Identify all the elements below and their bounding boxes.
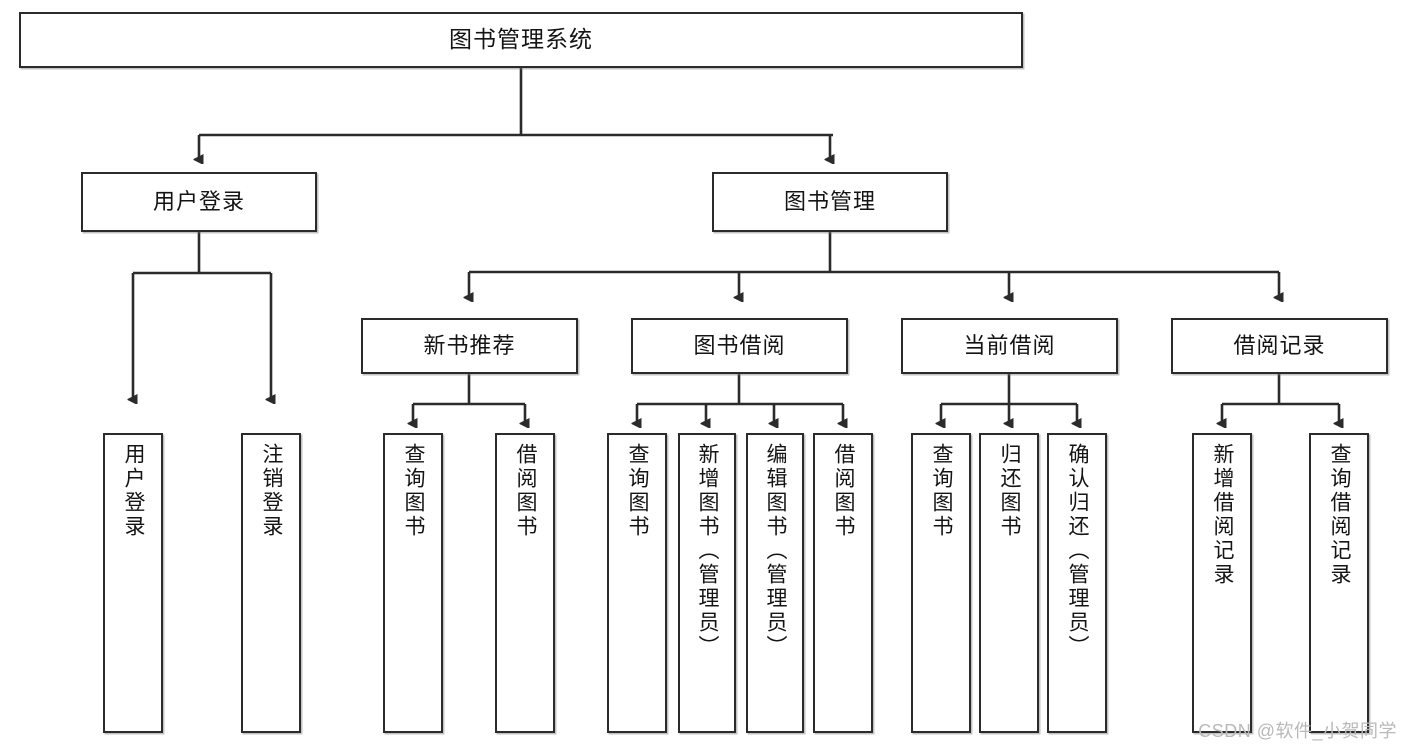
node-leaf-query-book-borrow[interactable]: 查询图书 <box>607 433 667 733</box>
node-label: 借阅图书 <box>514 443 538 539</box>
node-label: 借阅图书 <box>832 443 856 539</box>
node-leaf-add-book-admin[interactable]: 新增图书（管理员） <box>678 433 736 733</box>
node-leaf-add-borrow-record[interactable]: 新增借阅记录 <box>1192 433 1252 733</box>
node-label: 注销登录 <box>260 443 284 539</box>
node-label: 归还图书 <box>998 443 1022 539</box>
node-book-borrow[interactable]: 图书借阅 <box>631 318 848 374</box>
node-label: 当前借阅 <box>963 333 1056 359</box>
node-leaf-logout[interactable]: 注销登录 <box>241 433 301 733</box>
node-label: 新增借阅记录 <box>1211 443 1235 587</box>
node-borrow-record[interactable]: 借阅记录 <box>1171 318 1388 374</box>
node-current-borrow[interactable]: 当前借阅 <box>901 318 1118 374</box>
node-label: 确认归还（管理员） <box>1066 443 1090 659</box>
node-book-management[interactable]: 图书管理 <box>712 172 948 232</box>
node-label: 新书推荐 <box>423 333 516 359</box>
node-new-book-recommend[interactable]: 新书推荐 <box>361 318 578 374</box>
node-label: 借阅记录 <box>1233 333 1326 359</box>
node-leaf-query-borrow-record[interactable]: 查询借阅记录 <box>1309 433 1369 733</box>
node-leaf-edit-book-admin[interactable]: 编辑图书（管理员） <box>746 433 804 733</box>
node-label: 用户登录 <box>152 189 245 215</box>
node-label: 新增图书（管理员） <box>696 443 720 659</box>
node-label: 编辑图书（管理员） <box>764 443 788 659</box>
node-leaf-user-login[interactable]: 用户登录 <box>103 433 163 733</box>
node-leaf-query-book-recommend[interactable]: 查询图书 <box>383 433 443 733</box>
node-leaf-confirm-return-admin[interactable]: 确认归还（管理员） <box>1047 433 1107 733</box>
node-root-system[interactable]: 图书管理系统 <box>19 12 1023 68</box>
node-label: 用户登录 <box>122 443 146 539</box>
node-label: 查询借阅记录 <box>1328 443 1352 587</box>
node-label: 查询图书 <box>402 443 426 539</box>
node-leaf-borrow-book[interactable]: 借阅图书 <box>813 433 873 733</box>
node-label: 图书管理系统 <box>449 26 593 53</box>
node-label: 查询图书 <box>930 443 954 539</box>
node-label: 图书借阅 <box>693 333 786 359</box>
node-user-login[interactable]: 用户登录 <box>81 172 317 232</box>
node-label: 图书管理 <box>783 189 876 215</box>
node-leaf-return-book[interactable]: 归还图书 <box>979 433 1039 733</box>
node-leaf-query-book-current[interactable]: 查询图书 <box>911 433 971 733</box>
node-label: 查询图书 <box>626 443 650 539</box>
node-leaf-borrow-book-recommend[interactable]: 借阅图书 <box>495 433 555 733</box>
